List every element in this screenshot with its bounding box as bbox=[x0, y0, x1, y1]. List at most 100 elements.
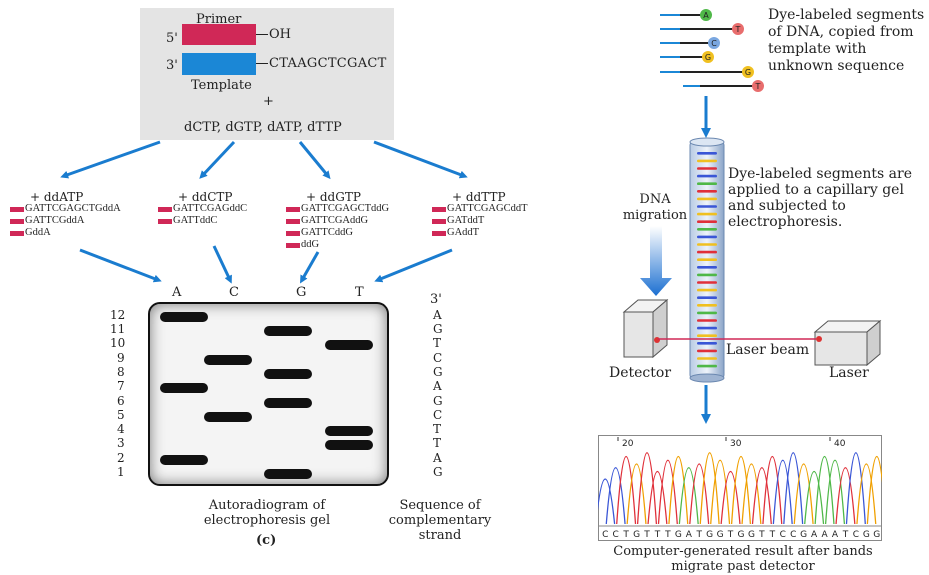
gel-band-c bbox=[204, 354, 252, 365]
chromatogram-peak bbox=[699, 452, 720, 525]
row-number: 6 bbox=[117, 393, 125, 408]
five-prime-label: 5' bbox=[166, 31, 178, 46]
capillary-band bbox=[697, 182, 717, 185]
capillary-band bbox=[697, 319, 717, 322]
base-call: C bbox=[853, 530, 859, 540]
capillary-bands bbox=[697, 152, 717, 368]
complementary-base: G bbox=[433, 393, 443, 408]
product-item: GATTCGAddG bbox=[301, 215, 369, 226]
capillary-band bbox=[697, 220, 717, 223]
capillary-band bbox=[697, 174, 717, 178]
chromatogram-peak bbox=[835, 467, 856, 525]
dye-t-dot bbox=[732, 23, 744, 35]
capillary-band bbox=[697, 258, 717, 261]
chromatogram-peak bbox=[783, 452, 804, 525]
complementary-base: A bbox=[433, 450, 442, 465]
base-call: G bbox=[706, 530, 713, 540]
capillary-band bbox=[697, 152, 717, 155]
oh-label: OH bbox=[269, 27, 291, 42]
detector-icon bbox=[622, 298, 669, 359]
dye-letter: T bbox=[755, 82, 761, 91]
panel-label: (c) bbox=[256, 533, 277, 548]
base-call: T bbox=[842, 530, 849, 540]
row-number: 10 bbox=[110, 336, 126, 351]
complementary-base: G bbox=[433, 364, 443, 379]
dye-letter: A bbox=[703, 11, 709, 20]
primer-label: Primer bbox=[196, 12, 242, 27]
chromatogram-peak bbox=[678, 467, 699, 525]
complementary-base: T bbox=[433, 422, 442, 437]
capillary-band bbox=[697, 205, 717, 208]
primer-bar bbox=[182, 24, 256, 45]
gel-band-a bbox=[160, 311, 208, 322]
capillary-band bbox=[697, 357, 717, 360]
base-call: G bbox=[738, 530, 745, 540]
base-call: A bbox=[832, 530, 839, 540]
product-item: GATddT bbox=[447, 215, 485, 226]
labeled-segments-caption: Dye-labeled segments of DNA, copied from… bbox=[768, 7, 925, 74]
base-call: G bbox=[675, 530, 682, 540]
base-call: T bbox=[769, 530, 776, 540]
complementary-base: G bbox=[433, 322, 443, 336]
arrow-c-to-gel bbox=[212, 245, 232, 284]
reaction-mix-box: Primer 5' OH 3' CTAAGCTCGACT Template + … bbox=[140, 8, 394, 140]
row-number: 2 bbox=[117, 450, 125, 465]
chromatogram-tick-label: 20 bbox=[622, 439, 634, 449]
chromatogram-peak bbox=[668, 455, 689, 525]
row-number: 11 bbox=[110, 322, 126, 336]
chromatogram-peak bbox=[804, 471, 825, 525]
complementary-base: T bbox=[433, 436, 442, 451]
base-call: G bbox=[633, 530, 640, 540]
gel-band-t bbox=[325, 426, 373, 437]
chromatogram-peak bbox=[647, 471, 668, 525]
dye-letter: G bbox=[705, 53, 711, 62]
dye-t-dot bbox=[752, 80, 764, 92]
product-item: GAddT bbox=[447, 227, 480, 238]
template-sequence: CTAAGCTCGACT bbox=[269, 56, 387, 71]
reaction-header: + ddTTP bbox=[452, 190, 506, 204]
base-call: G bbox=[863, 530, 870, 540]
base-call: T bbox=[654, 530, 661, 540]
gel-band-a bbox=[160, 454, 208, 465]
autoradiogram-gel bbox=[148, 302, 389, 486]
chromatogram-peak bbox=[814, 455, 835, 525]
chromatogram-peak bbox=[824, 459, 846, 525]
base-call: T bbox=[695, 530, 702, 540]
complementary-base: C bbox=[433, 350, 443, 365]
gel-band-t bbox=[325, 440, 373, 451]
capillary-band bbox=[697, 212, 717, 216]
capillary-band bbox=[697, 266, 717, 269]
capillary-band bbox=[697, 167, 717, 170]
chromatogram-peak bbox=[856, 463, 877, 525]
dye-letter: C bbox=[711, 39, 717, 48]
dye-a-dot bbox=[700, 9, 712, 21]
base-call: G bbox=[873, 530, 880, 540]
chromatogram-peak bbox=[598, 478, 616, 525]
capillary-band bbox=[697, 190, 717, 193]
capillary-band bbox=[697, 243, 717, 246]
chromatogram-peak bbox=[845, 452, 866, 525]
base-call: A bbox=[821, 530, 828, 540]
product-item: GddA bbox=[25, 227, 51, 238]
chromatogram-peak bbox=[605, 467, 626, 525]
chromatogram-peak bbox=[657, 459, 678, 525]
base-call: T bbox=[643, 530, 650, 540]
capillary-band bbox=[697, 304, 717, 307]
row-number: 9 bbox=[117, 350, 125, 365]
product-item: GATTCGAGCTddG bbox=[301, 203, 390, 214]
complementary-caption: Sequence of complementary strand bbox=[388, 498, 492, 543]
laser-beam-label: Laser beam bbox=[726, 342, 810, 358]
gel-caption: Autoradiogram of electrophoresis gel bbox=[203, 498, 331, 528]
base-call: T bbox=[622, 530, 629, 540]
template-line bbox=[256, 63, 268, 64]
product-item: GATTCddG bbox=[301, 227, 353, 238]
chromatogram-tick-label: 30 bbox=[730, 439, 742, 449]
gel-band-a bbox=[160, 383, 208, 394]
complementary-base: G bbox=[433, 465, 443, 479]
gel-band-g bbox=[264, 469, 312, 479]
complementary-base: A bbox=[433, 379, 442, 394]
base-call: T bbox=[758, 530, 765, 540]
gel-band-g bbox=[264, 368, 312, 379]
capillary-band bbox=[697, 250, 717, 254]
dye-g-dot bbox=[702, 51, 714, 63]
